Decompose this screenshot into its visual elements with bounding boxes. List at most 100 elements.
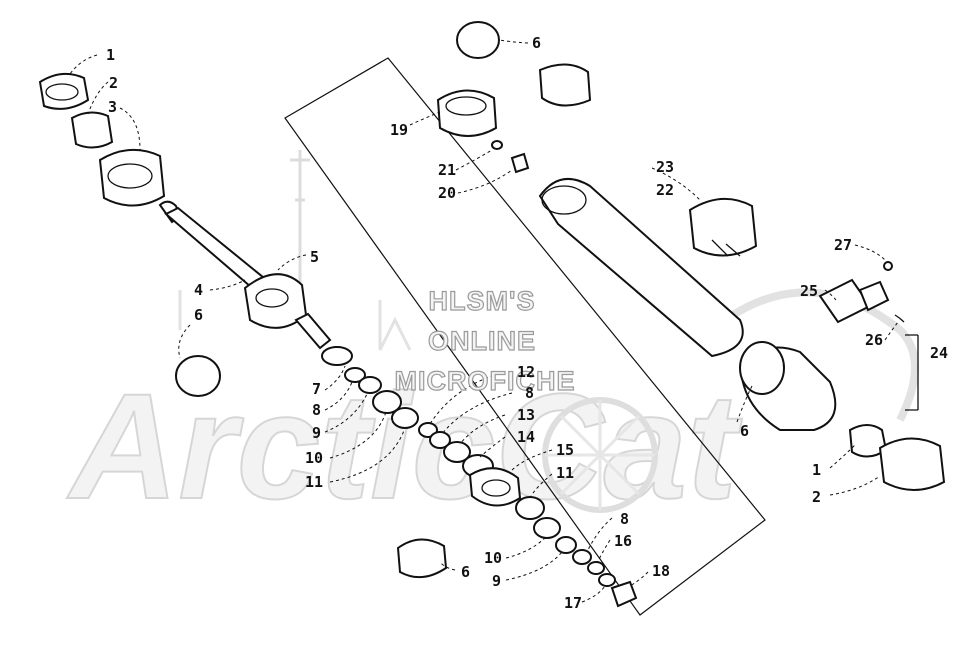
part-19-face	[445, 96, 487, 116]
leader-25	[824, 289, 837, 301]
callout-22: 22	[656, 181, 674, 199]
part-15-piston-face	[481, 479, 511, 497]
callout-8a: 8	[312, 401, 321, 419]
part-3-bore	[107, 163, 153, 189]
watermark-line-1: HLSM'S	[429, 286, 536, 316]
leader-5	[277, 254, 307, 271]
callout-1a: 1	[106, 46, 115, 64]
callout-1b: 1	[812, 461, 821, 479]
watermark-line-3: MICROFICHE	[395, 366, 576, 396]
wheel-spokes	[545, 400, 655, 510]
skyline-silhouette	[178, 290, 412, 351]
part-22-bore	[541, 185, 587, 215]
leader-11b	[529, 473, 553, 499]
part-16-shim	[587, 561, 605, 575]
part-1-bore	[45, 83, 79, 101]
callout-19: 19	[390, 121, 408, 139]
callout-8c: 8	[620, 510, 629, 528]
part-6-oring-b	[456, 21, 500, 59]
part-3-sleeve	[98, 148, 166, 207]
callout-21: 21	[438, 161, 456, 179]
callout-24: 24	[930, 344, 948, 362]
leader-21	[455, 149, 493, 171]
leader-4	[209, 279, 246, 291]
callout-17: 17	[564, 594, 582, 612]
leader-6c	[736, 385, 753, 423]
part-11-shim-b	[515, 496, 545, 520]
leader-1b	[829, 444, 856, 469]
part-10-shim-b	[533, 517, 561, 539]
watermark-line-2: ONLINE	[428, 326, 536, 356]
callout-12: 12	[517, 363, 535, 381]
part-2-bushing-b	[878, 437, 946, 491]
leader-1a	[69, 54, 98, 75]
shaft-stub	[294, 312, 332, 350]
part-11-shim-a	[391, 407, 419, 429]
part-22-body	[538, 177, 744, 358]
callout-11b: 11	[556, 464, 574, 482]
part-19-floating-piston	[436, 89, 498, 137]
part-6-oring-c	[739, 341, 785, 395]
leader-6a	[178, 324, 191, 359]
reservoir-body-assembly	[739, 261, 946, 491]
part-23-sleeve	[688, 197, 758, 257]
callouts: 1 2 3 4 5 6 6 6 6 7 8 8 8 9 9 10 10 11 1…	[106, 34, 948, 612]
callout-26: 26	[865, 331, 883, 349]
callout-18: 18	[652, 562, 670, 580]
leader-2b	[829, 475, 881, 496]
callout-6c: 6	[740, 422, 749, 440]
leader-6b	[499, 39, 529, 44]
callout-5: 5	[310, 248, 319, 266]
part-25-valve	[818, 278, 872, 324]
leader-7	[324, 365, 346, 391]
part-8-shim-b	[429, 431, 451, 449]
leader-9a	[324, 391, 369, 433]
leader-6d	[439, 561, 456, 571]
brand-watermark: ArcticCat	[65, 150, 919, 531]
part-26-spring	[894, 314, 905, 323]
reservoir-cap-assembly	[436, 21, 592, 174]
leader-12	[429, 371, 506, 425]
callout-8b: 8	[525, 384, 534, 402]
leader-8b	[441, 392, 513, 435]
shim-stack-upper	[344, 367, 522, 507]
part-23-marking	[711, 239, 741, 257]
callout-9b: 9	[492, 572, 501, 590]
leader-14	[479, 436, 506, 458]
part-10-shim-a	[372, 390, 402, 414]
part-20-plug	[510, 152, 530, 174]
part-9-shim-a	[358, 376, 382, 394]
leader-lines	[69, 39, 899, 603]
leader-20	[457, 169, 513, 194]
body-tube	[538, 177, 758, 358]
callout-3: 3	[108, 98, 117, 116]
part-8-shim-c	[572, 549, 592, 565]
part-18-nut	[610, 580, 638, 608]
part-26-valve-cap	[858, 280, 890, 312]
rider-silhouette	[697, 288, 919, 422]
callout-9a: 9	[312, 424, 321, 442]
part-9-shim-b	[555, 536, 577, 554]
callout-6a: 6	[194, 306, 203, 324]
leader-8a	[324, 381, 353, 411]
leader-26	[884, 321, 899, 341]
leader-2a	[87, 81, 109, 115]
shaft-assembly	[38, 72, 353, 397]
part-2-bushing	[70, 111, 114, 149]
leader-8c	[587, 517, 613, 551]
leader-11a	[329, 427, 406, 483]
part-6-piston-band	[396, 538, 448, 579]
leader-27	[854, 244, 886, 261]
callout-11a: 11	[305, 473, 323, 491]
leader-18	[629, 571, 649, 587]
part-21-oring-small	[491, 140, 503, 150]
leader-17	[581, 585, 606, 603]
callout-2b: 2	[812, 488, 821, 506]
brand-watermark-text: ArcticCat	[66, 362, 743, 530]
callout-7: 7	[312, 380, 321, 398]
callout-27: 27	[834, 236, 852, 254]
leader-16	[597, 539, 611, 563]
part-1-seal	[38, 72, 90, 110]
part-6-oring-a	[175, 355, 221, 397]
